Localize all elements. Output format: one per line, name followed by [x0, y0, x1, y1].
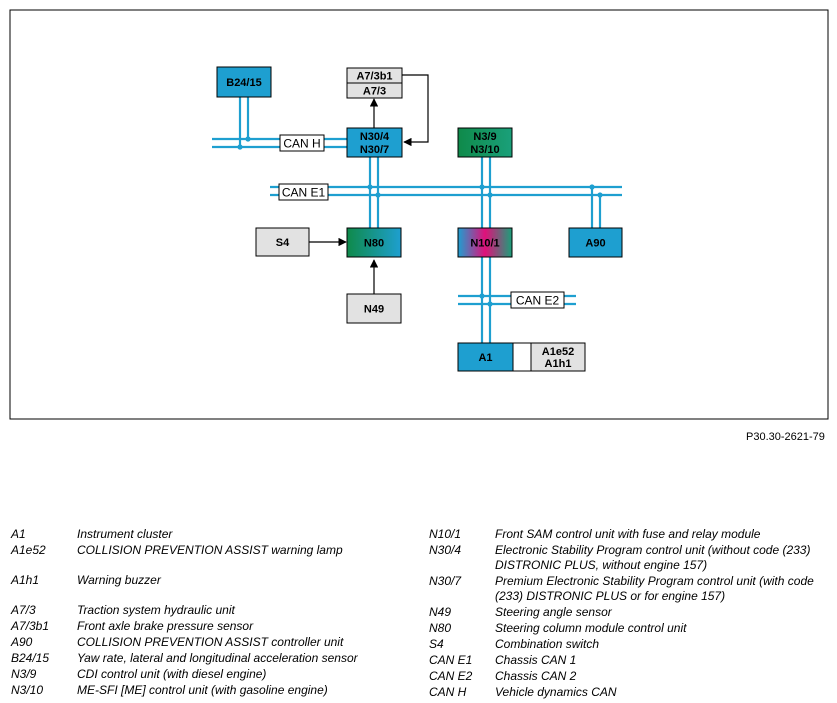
svg-text:CAN E2: CAN E2: [516, 294, 560, 308]
legend-row: N10/1 Front SAM control unit with fuse an…: [429, 527, 829, 542]
unit-n49: N49: [346, 293, 402, 324]
legend-description: Chassis CAN 1: [495, 653, 577, 667]
legend-description: Instrument cluster: [77, 527, 173, 541]
legend-code: A90: [11, 635, 33, 649]
legend-description: Chassis CAN 2: [495, 669, 577, 683]
legend-row: N3/9 CDI control unit (with diesel engine…: [11, 667, 391, 682]
legend-description: COLLISION PREVENTION ASSIST warning lamp: [77, 543, 343, 557]
legend-row: A1e52 COLLISION PREVENTION ASSIST warning…: [11, 543, 391, 558]
legend-code: A1h1: [11, 573, 40, 587]
legend-row: N30/7 Premium Electronic Stability Progra…: [429, 574, 829, 604]
arrow-a7-to-n30: [402, 74, 429, 147]
legend-row: N80 Steering column module control unit: [429, 621, 829, 636]
legend-row: N3/10 ME-SFI [ME] control unit (with gaso…: [11, 683, 391, 698]
legend-code: A1: [11, 527, 26, 541]
svg-text:N10/1: N10/1: [470, 238, 499, 250]
svg-text:S4: S4: [276, 237, 290, 249]
unit-n10-1: N10/1: [457, 227, 513, 258]
legend-code: CAN E1: [429, 653, 473, 667]
legend-code: A1e52: [11, 543, 46, 557]
svg-text:B24/15: B24/15: [226, 77, 261, 89]
legend-row: CAN E1 Chassis CAN 1: [429, 653, 829, 668]
legend-description: Steering angle sensor: [495, 605, 612, 619]
can-e1-bus: [270, 157, 622, 228]
svg-text:N80: N80: [364, 238, 384, 250]
can-e2-label: CAN E2: [510, 291, 565, 309]
legend-code: CAN H: [429, 685, 467, 699]
legend-code: S4: [429, 637, 444, 651]
legend-description: Premium Electronic Stability Program con…: [495, 574, 814, 603]
svg-text:N30/7: N30/7: [360, 144, 389, 156]
legend-code: A7/3b1: [11, 619, 50, 633]
unit-a90: A90: [568, 227, 623, 258]
unit-s4: S4: [255, 227, 310, 257]
unit-n30: N30/4 N30/7: [346, 127, 403, 158]
legend-description: Warning buzzer: [77, 573, 161, 587]
legend-right: N10/1 Front SAM control unit with fuse an…: [429, 527, 829, 701]
svg-text:CAN H: CAN H: [283, 137, 320, 151]
legend-code: N49: [429, 605, 452, 619]
legend-row: CAN H Vehicle dynamics CAN: [429, 685, 829, 700]
legend-code: N10/1: [429, 527, 462, 541]
svg-text:N3/10: N3/10: [470, 144, 499, 156]
legend-row: N49 Steering angle sensor: [429, 605, 829, 620]
can-h-label: CAN H: [279, 134, 325, 152]
unit-a1e52-a1h1: A1e52 A1h1: [530, 342, 586, 372]
svg-text:A1: A1: [478, 352, 492, 364]
legend-description: Traction system hydraulic unit: [77, 603, 235, 617]
diagram-frame: [9, 9, 829, 420]
legend-description: COLLISION PREVENTION ASSIST controller u…: [77, 635, 344, 649]
svg-text:A1h1: A1h1: [545, 358, 572, 370]
unit-n3: N3/9 N3/10: [457, 127, 513, 158]
legend-description: Vehicle dynamics CAN: [495, 685, 617, 699]
svg-text:A7/3: A7/3: [363, 86, 386, 98]
legend-code: B24/15: [11, 651, 50, 665]
legend-description: Yaw rate, lateral and longitudinal accel…: [77, 651, 358, 665]
unit-a1: A1: [457, 342, 532, 372]
svg-text:CAN E1: CAN E1: [282, 186, 326, 200]
unit-a7-3: A7/3b1 A7/3: [346, 67, 403, 99]
unit-n80: N80: [346, 227, 402, 258]
legend-code: CAN E2: [429, 669, 473, 683]
svg-text:N3/9: N3/9: [473, 131, 496, 143]
legend-row: N30/4 Electronic Stability Program contro…: [429, 543, 829, 573]
legend-row: A7/3 Traction system hydraulic unit: [11, 603, 391, 618]
legend-description: Combination switch: [495, 637, 600, 651]
svg-text:A7/3b1: A7/3b1: [356, 71, 392, 83]
legend-row: A7/3b1 Front axle brake pressure sensor: [11, 619, 391, 634]
unit-b24-15: B24/15: [216, 66, 272, 98]
legend-row: CAN E2 Chassis CAN 2: [429, 669, 829, 684]
legend-row: A1 Instrument cluster: [11, 527, 391, 542]
reference-number: P30.30-2621-79: [746, 431, 825, 443]
legend-description: Front axle brake pressure sensor: [77, 619, 254, 633]
legend-code: N30/7: [429, 574, 462, 588]
svg-text:A90: A90: [585, 238, 605, 250]
legend-code: N3/9: [11, 667, 37, 681]
legend-row: A1h1 Warning buzzer: [11, 573, 391, 588]
legend-code: N80: [429, 621, 452, 635]
legend-row: A90 COLLISION PREVENTION ASSIST controlle…: [11, 635, 391, 650]
legend-description: CDI control unit (with diesel engine): [77, 667, 267, 681]
legend-code: N3/10: [11, 683, 44, 697]
svg-text:A1e52: A1e52: [542, 346, 574, 358]
network-diagram: CAN H CAN E1 CAN E2 B24/15 A7/3b1 A7/3 N…: [9, 9, 829, 420]
can-e1-label: CAN E1: [278, 183, 329, 201]
svg-text:N30/4: N30/4: [360, 131, 390, 143]
legend-description: Electronic Stability Program control uni…: [495, 543, 811, 572]
legend-description: Steering column module control unit: [495, 621, 687, 635]
legend-description: Front SAM control unit with fuse and rel…: [495, 527, 761, 541]
legend-row: S4 Combination switch: [429, 637, 829, 652]
svg-text:N49: N49: [364, 304, 384, 316]
legend-row: B24/15 Yaw rate, lateral and longitudinal…: [11, 651, 391, 666]
legend-description: ME-SFI [ME] control unit (with gasoline …: [77, 683, 328, 697]
legend-code: N30/4: [429, 543, 462, 557]
legend-code: A7/3: [11, 603, 36, 617]
